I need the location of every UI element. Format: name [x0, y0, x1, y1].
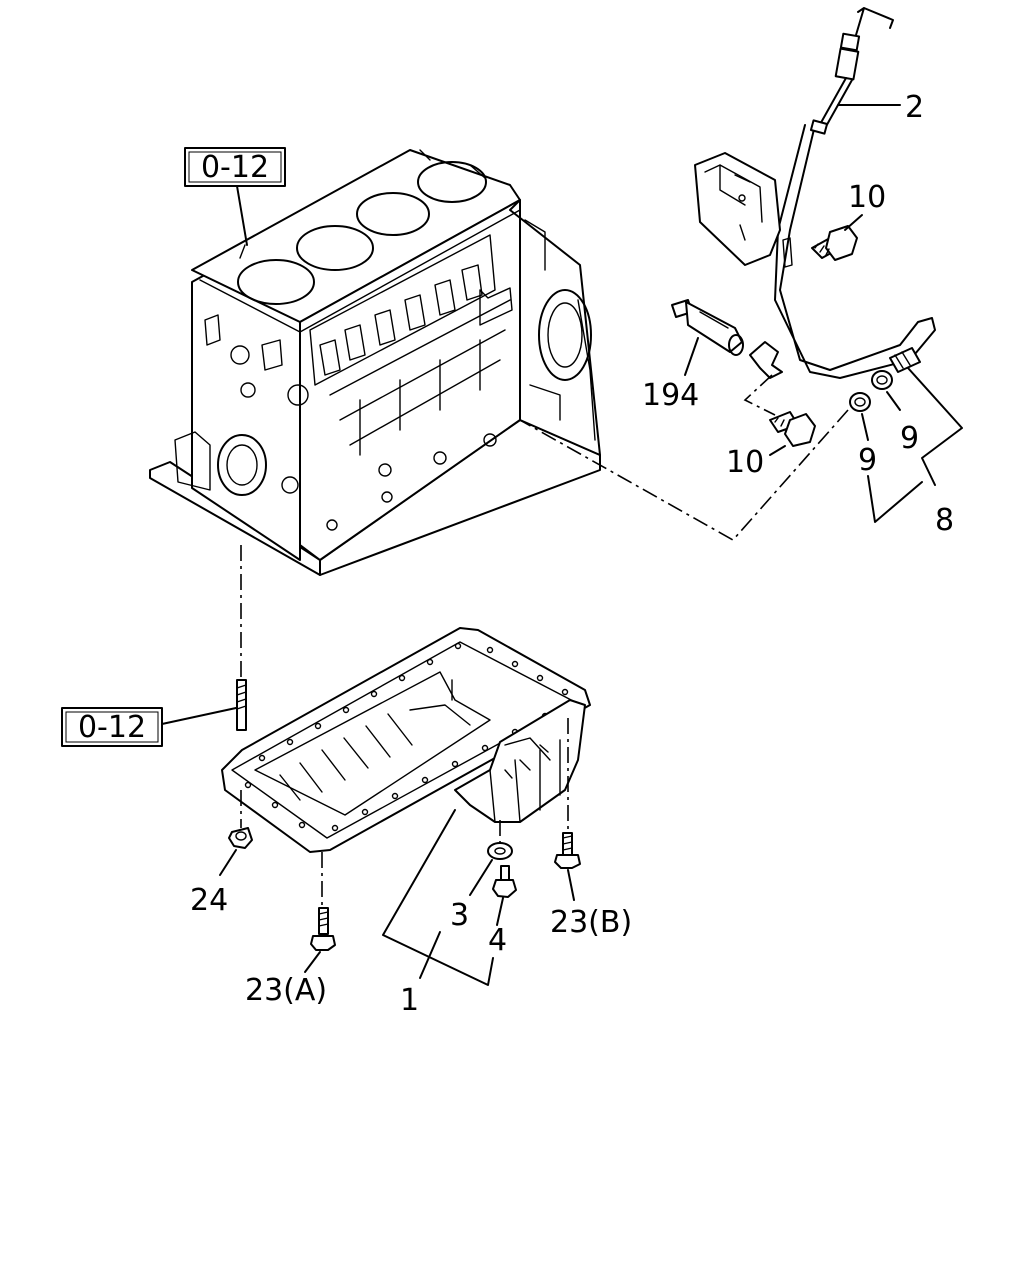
leader-9-lower — [861, 413, 869, 441]
reference-box-lower-label: 0-12 — [78, 710, 146, 745]
leader-194 — [684, 337, 699, 376]
dipstick-guide-tube[interactable] — [774, 119, 936, 379]
leader-9-upper — [886, 391, 901, 411]
reference-box-lower[interactable]: 0-12 — [61, 707, 163, 747]
leader-3 — [469, 859, 493, 896]
reference-box-top-label: 0-12 — [201, 150, 269, 185]
bolt-10-lower[interactable] — [769, 411, 816, 447]
label-194: 194 — [642, 378, 699, 413]
tube-end-fitting[interactable] — [889, 347, 921, 373]
group-bracket-1 — [382, 809, 494, 986]
label-1: 1 — [400, 983, 419, 1018]
label-4: 4 — [488, 923, 507, 958]
washer-9-upper[interactable] — [871, 370, 893, 390]
engine-block — [149, 149, 601, 576]
pan-stud[interactable] — [236, 679, 247, 731]
drain-plug-4[interactable] — [492, 865, 517, 898]
tube-clip[interactable] — [743, 341, 783, 416]
reference-box-top[interactable]: 0-12 — [184, 147, 286, 187]
label-8: 8 — [935, 503, 954, 538]
label-2: 2 — [905, 90, 924, 125]
label-3: 3 — [450, 898, 469, 933]
washer-9-lower[interactable] — [849, 392, 871, 412]
label-23b: 23(B) — [550, 905, 632, 940]
oil-pan[interactable] — [221, 627, 591, 853]
label-9-upper: 9 — [900, 421, 919, 456]
group-bracket-8-right — [907, 367, 963, 486]
leader-ref-top — [236, 185, 248, 246]
stud-194[interactable] — [671, 299, 744, 356]
group-bracket-8-left — [867, 475, 923, 523]
washer-3[interactable] — [487, 842, 513, 860]
leader-23a — [304, 951, 321, 973]
leader-23b — [567, 869, 575, 901]
label-10-lower: 10 — [726, 445, 764, 480]
dipstick-handle[interactable] — [817, 7, 894, 131]
nut-24[interactable] — [228, 827, 253, 849]
bolt-10-upper[interactable] — [811, 225, 858, 261]
label-10-upper: 10 — [848, 180, 886, 215]
label-24: 24 — [190, 883, 228, 918]
leader-24 — [219, 849, 237, 876]
leader-10-lower — [769, 445, 786, 456]
bolt-23a[interactable] — [310, 907, 336, 951]
label-23a: 23(A) — [245, 973, 327, 1008]
label-9-lower: 9 — [858, 443, 877, 478]
leader-4 — [496, 897, 504, 926]
bolt-23b[interactable] — [554, 832, 581, 869]
leader-10-upper — [844, 214, 863, 231]
leader-ref-lower — [161, 707, 237, 725]
leader-1 — [419, 931, 441, 979]
tube-bracket[interactable] — [694, 152, 781, 266]
